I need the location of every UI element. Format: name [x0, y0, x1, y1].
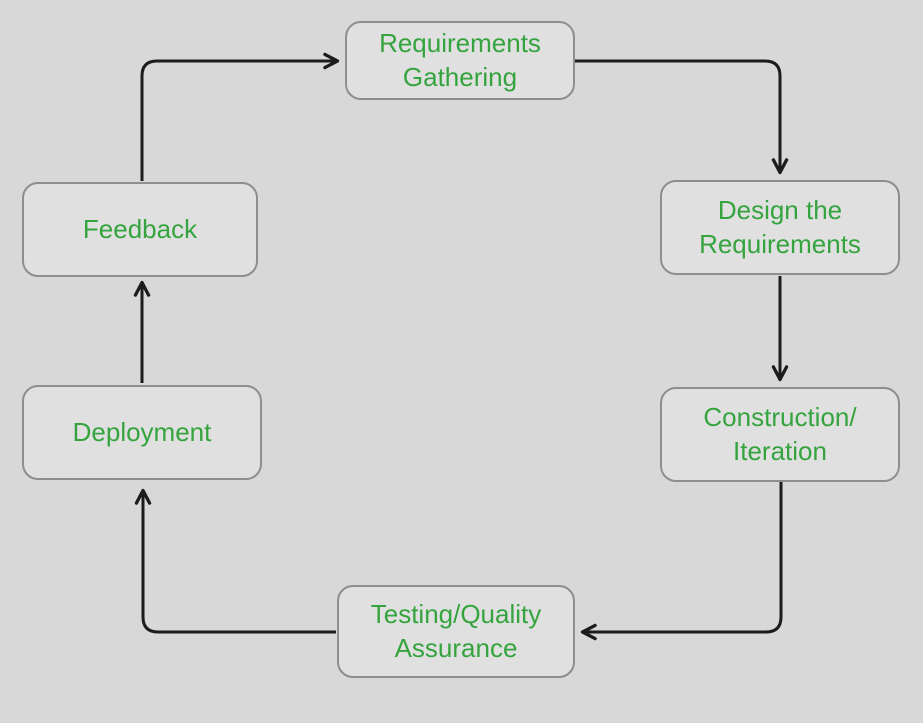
- node-feedback: Feedback: [22, 182, 258, 277]
- node-label: Testing/Quality Assurance: [370, 598, 542, 663]
- node-testing-quality-assurance: Testing/Quality Assurance: [337, 585, 575, 678]
- edge-feedback-to-requirements: [140, 52, 340, 181]
- node-label: Construction/ Iteration: [703, 401, 857, 466]
- node-deployment: Deployment: [22, 385, 262, 480]
- node-label: Design the Requirements: [699, 194, 861, 259]
- edge-construction-to-testing: [580, 482, 783, 641]
- node-label: Requirements Gathering: [379, 27, 541, 92]
- node-label: Feedback: [82, 213, 198, 244]
- node-label: Deployment: [72, 416, 212, 447]
- node-construction-iteration: Construction/ Iteration: [660, 387, 900, 482]
- edge-requirements-to-design: [575, 59, 789, 175]
- node-requirements-gathering: Requirements Gathering: [345, 21, 575, 100]
- node-design-requirements: Design the Requirements: [660, 180, 900, 275]
- edge-testing-to-deployment: [134, 488, 336, 634]
